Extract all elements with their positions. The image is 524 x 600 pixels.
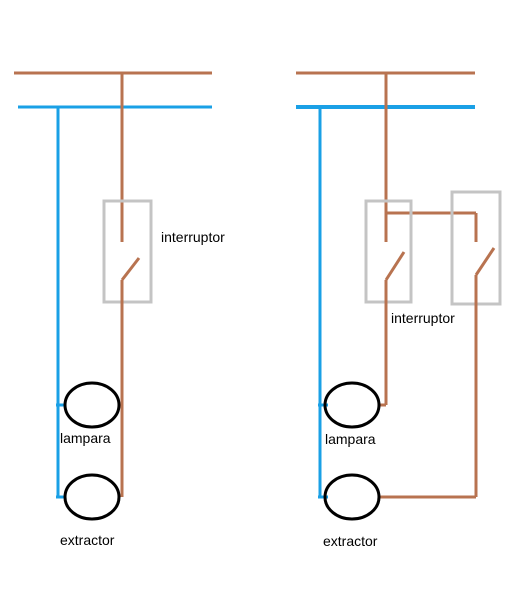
- right-lamp: [323, 381, 381, 429]
- left-lamp-label: lampara: [60, 430, 111, 446]
- right-extractor: [323, 473, 381, 521]
- right-lamp-label: lampara: [325, 431, 376, 447]
- left-switch-lever: [120, 257, 141, 281]
- right-switch-1-lever: [384, 251, 406, 281]
- left-lamp: [63, 381, 121, 429]
- right-switch-box-1: [364, 199, 413, 304]
- right-switch-label: interruptor: [391, 310, 455, 326]
- left-switch-label: interruptor: [161, 229, 225, 245]
- left-extractor: [63, 473, 121, 521]
- left-extractor-label: extractor: [60, 532, 115, 548]
- left-circuit: interruptor lampara extractor: [14, 71, 225, 548]
- right-switch-2-lever: [474, 247, 496, 276]
- right-circuit: interruptor lampara extractor: [296, 71, 502, 549]
- left-switch-box: [102, 199, 153, 304]
- right-extractor-label: extractor: [323, 533, 378, 549]
